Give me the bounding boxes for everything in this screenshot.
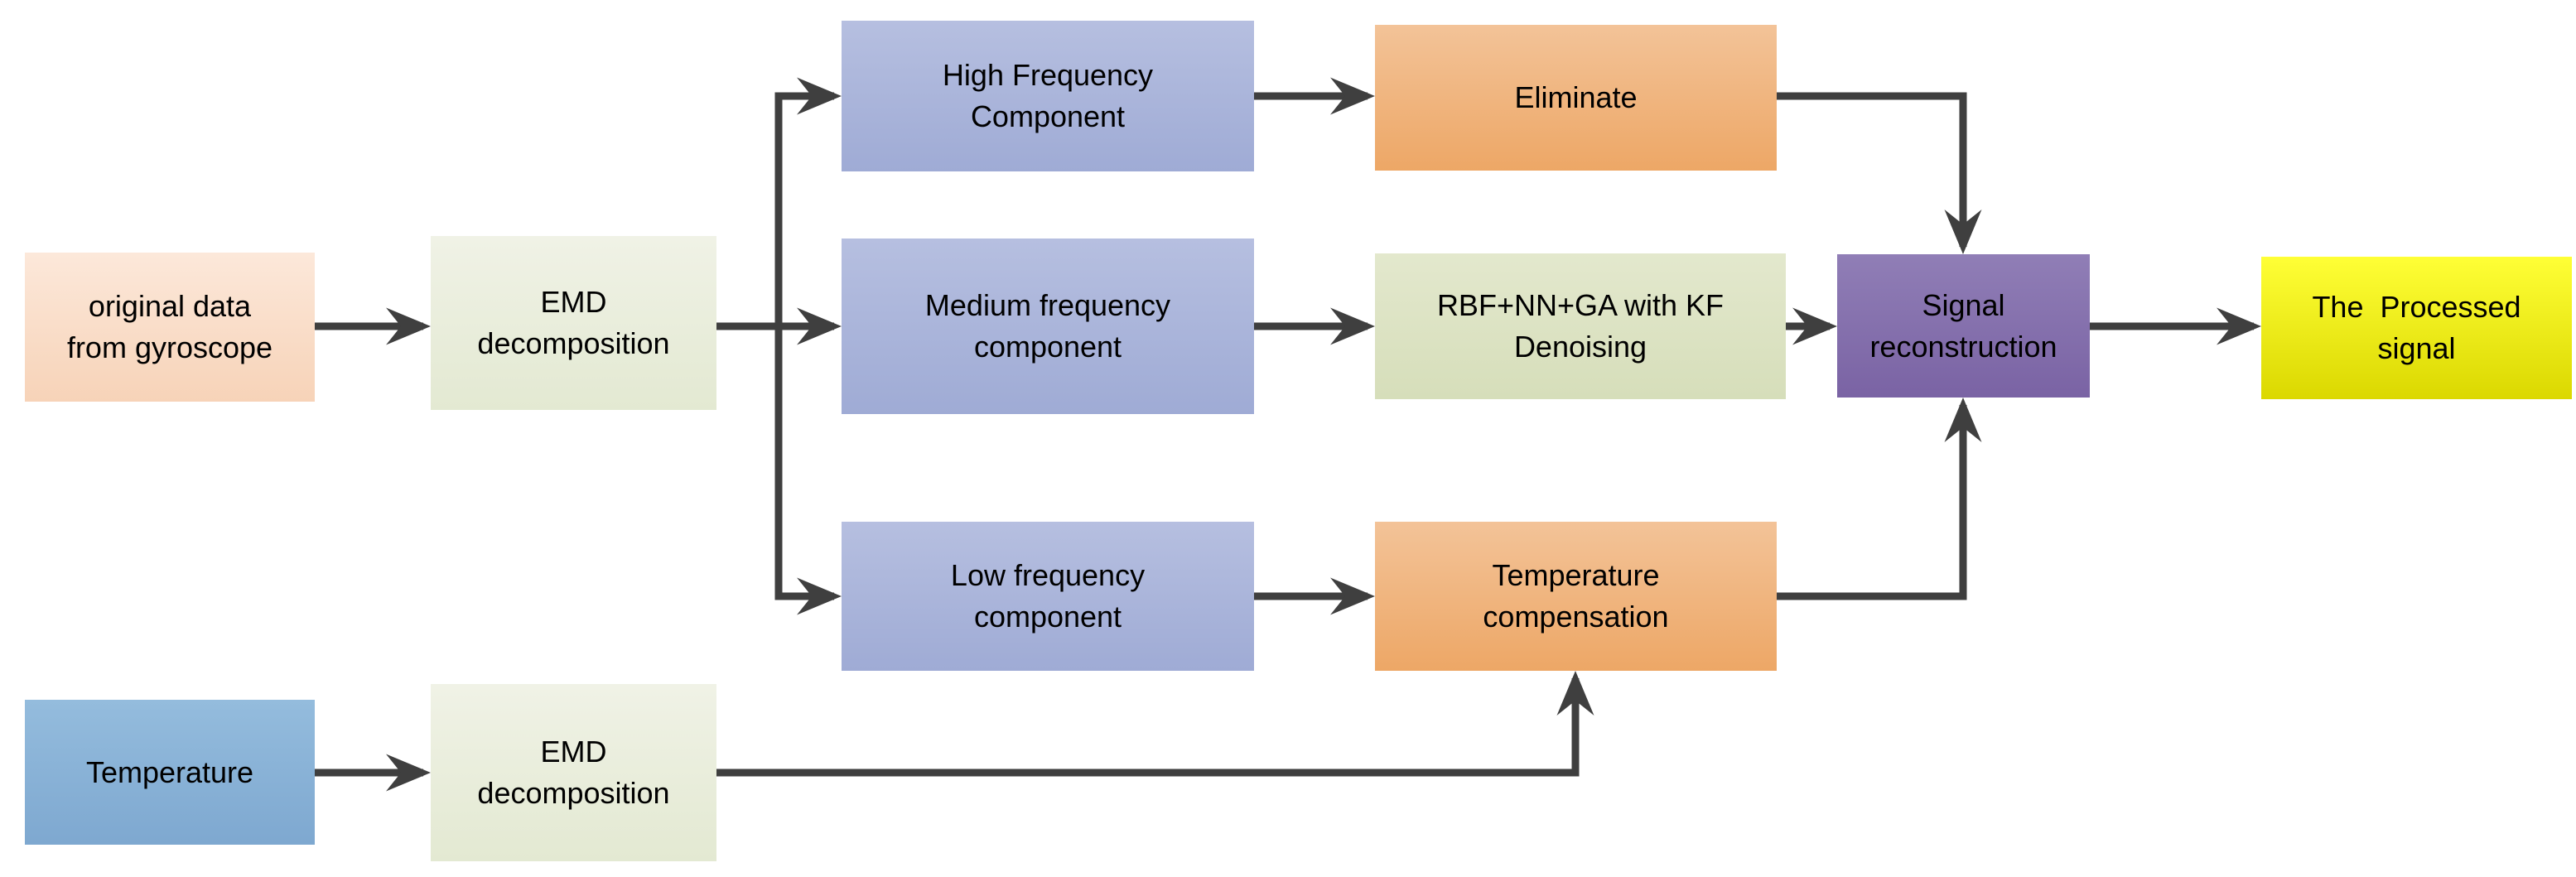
- node-low-frequency-label: Low frequency component: [950, 558, 1154, 634]
- node-eliminate: Eliminate: [1375, 25, 1777, 171]
- node-temperature-compensation-label: Temperature compensation: [1483, 558, 1669, 634]
- node-rbf-denoising: RBF+NN+GA with KF Denoising: [1375, 253, 1786, 399]
- node-original-data-label: original data from gyroscope: [66, 289, 273, 364]
- node-signal-reconstruction: Signal reconstruction: [1837, 254, 2090, 398]
- node-emd-decomposition-1: EMD decomposition: [431, 236, 716, 410]
- node-temperature-label: Temperature: [85, 754, 254, 789]
- node-medium-frequency: Medium frequency component: [842, 239, 1254, 414]
- node-emd-decomposition-2-label: EMD decomposition: [477, 735, 670, 810]
- edge-eliminate-to-sigrecon: [1777, 92, 1982, 254]
- node-rbf-denoising-label: RBF+NN+GA with KF Denoising: [1436, 288, 1733, 364]
- node-signal-reconstruction-label: Signal reconstruction: [1869, 287, 2057, 364]
- node-emd-decomposition-1-label: EMD decomposition: [477, 285, 670, 360]
- node-eliminate-label: Eliminate: [1514, 80, 1638, 115]
- node-emd-decomposition-2: EMD decomposition: [431, 684, 716, 861]
- edge-emd2-to-tempcomp: [716, 671, 1594, 777]
- node-processed-signal-label: The Processed signal: [2312, 290, 2530, 365]
- node-temperature-compensation: Temperature compensation: [1375, 522, 1777, 671]
- edge-tempcomp-to-sigrecon: [1777, 398, 1982, 600]
- node-medium-frequency-label: Medium frequency component: [924, 288, 1179, 364]
- node-low-frequency: Low frequency component: [842, 522, 1254, 671]
- node-temperature: Temperature: [25, 700, 315, 845]
- edge-emd1-to-low: [774, 326, 842, 615]
- edge-emd1-to-high: [774, 77, 842, 326]
- node-high-frequency: High Frequency Component: [842, 21, 1254, 171]
- node-high-frequency-label: High Frequency Component: [942, 58, 1162, 133]
- node-processed-signal: The Processed signal: [2261, 257, 2572, 399]
- node-original-data: original data from gyroscope: [25, 253, 315, 402]
